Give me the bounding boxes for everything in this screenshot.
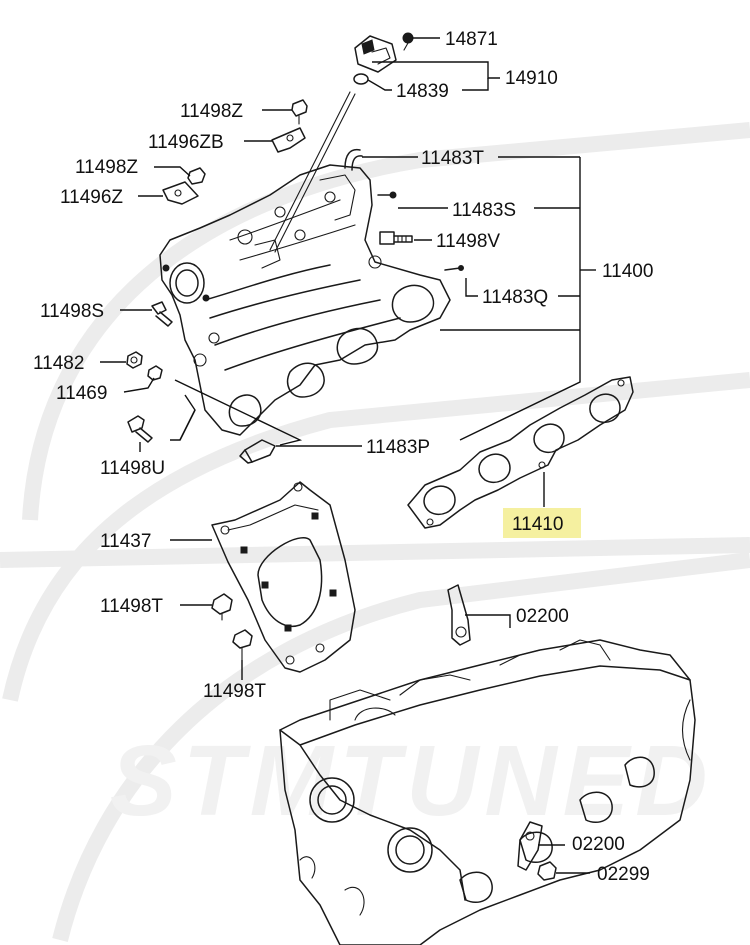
cylinder-head — [279, 639, 696, 945]
bolt-11498T-upper — [211, 593, 233, 621]
map-sensor-assembly — [269, 32, 414, 253]
o-ring-icon — [353, 73, 369, 85]
label-02299[interactable]: 02299 — [597, 864, 650, 885]
bolt-11498Z-lower — [187, 167, 206, 185]
label-11400[interactable]: 11400 — [602, 261, 653, 282]
label-11498T-lower[interactable]: 11498T — [203, 681, 266, 702]
label-11498S[interactable]: 11498S — [40, 301, 104, 322]
label-11410[interactable]: 11410 — [512, 514, 563, 535]
label-11498Z-lower[interactable]: 11498Z — [75, 157, 138, 178]
watermark: STMTUNED — [0, 122, 750, 942]
part-labels: 14871 14910 14839 11498Z 11496ZB 11498Z … — [33, 29, 653, 885]
label-11498U[interactable]: 11498U — [100, 458, 165, 479]
washer-11469 — [147, 365, 163, 381]
nipple-11483P — [239, 439, 276, 464]
pin-11483Q — [444, 265, 464, 271]
bracket-11496ZB — [271, 127, 306, 153]
label-11483T[interactable]: 11483T — [421, 148, 484, 169]
intake-manifold — [159, 164, 451, 436]
vacuum-hose-11483T — [344, 148, 363, 171]
leader-lines — [100, 37, 596, 874]
label-11469[interactable]: 11469 — [56, 383, 107, 404]
highlight-11410 — [503, 508, 581, 538]
engine-hanger-lower — [517, 821, 543, 871]
label-11498Z-upper[interactable]: 11498Z — [180, 101, 243, 122]
label-11483Q[interactable]: 11483Q — [482, 287, 548, 308]
engine-hanger-upper — [447, 584, 471, 646]
label-14910[interactable]: 14910 — [505, 68, 558, 89]
label-11483P[interactable]: 11483P — [366, 437, 430, 458]
label-11496Z[interactable]: 11496Z — [60, 187, 123, 208]
bolt-02299 — [537, 861, 557, 881]
label-11483S[interactable]: 11483S — [452, 200, 516, 221]
bolt-11498U — [127, 415, 153, 443]
bracket-11496Z — [162, 181, 199, 205]
label-14871[interactable]: 14871 — [445, 29, 498, 50]
bolt-11498V — [379, 231, 413, 245]
label-02200-lower[interactable]: 02200 — [572, 834, 625, 855]
label-11496ZB[interactable]: 11496ZB — [148, 132, 224, 153]
bolt-11498T-lower — [232, 629, 253, 661]
label-02200-upper[interactable]: 02200 — [516, 606, 569, 627]
watermark-text: STMTUNED — [110, 725, 714, 837]
pin-11483S — [377, 191, 397, 199]
manifold-stay-11437 — [211, 481, 356, 673]
intake-gasket-11410 — [407, 376, 634, 529]
label-11437[interactable]: 11437 — [100, 531, 151, 552]
bolt-11498Z-upper — [291, 99, 308, 125]
label-11482[interactable]: 11482 — [33, 353, 84, 374]
bolt-11498S — [151, 301, 173, 327]
nut-11482 — [126, 351, 143, 369]
label-14839[interactable]: 14839 — [396, 81, 449, 102]
label-11498V[interactable]: 11498V — [436, 231, 500, 252]
screw-icon — [402, 32, 414, 44]
label-11498T-upper[interactable]: 11498T — [100, 596, 163, 617]
